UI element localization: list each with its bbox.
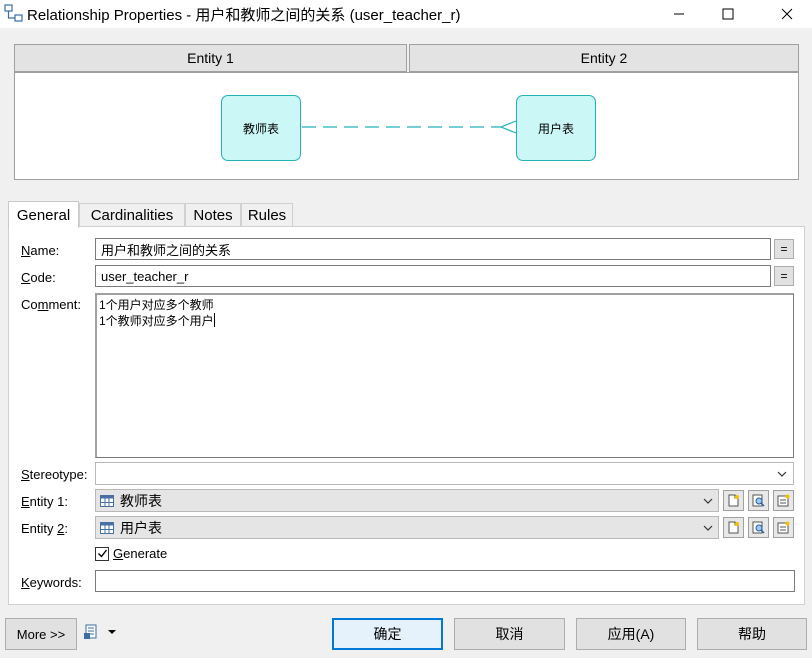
entity1-label: Entity 1:: [21, 494, 68, 509]
table-icon: [100, 521, 114, 534]
entity1-properties-button[interactable]: [773, 490, 794, 511]
code-label: Code:: [21, 270, 56, 285]
relationship-icon: [4, 4, 23, 22]
comment-line-1: 1个用户对应多个教师: [99, 298, 214, 312]
generate-label: Generate: [113, 546, 168, 561]
tab-general[interactable]: General: [8, 201, 79, 228]
ok-button[interactable]: 确定: [332, 618, 443, 650]
table-icon: [100, 494, 114, 507]
entity1-box[interactable]: 教师表: [221, 95, 301, 161]
entity2-properties-button[interactable]: [773, 517, 794, 538]
entity2-new-button[interactable]: [723, 517, 744, 538]
apply-button[interactable]: 应用(A): [576, 618, 686, 650]
find-icon: [752, 494, 765, 507]
general-panel: Name: 用户和教师之间的关系 = Code: user_teacher_r …: [8, 226, 805, 605]
document-list-icon: [84, 624, 97, 639]
maximize-button[interactable]: [705, 0, 751, 28]
entity1-value: 教师表: [120, 492, 162, 509]
generate-checkbox-row[interactable]: Generate: [95, 546, 167, 561]
comment-label: Comment:: [21, 297, 81, 312]
relationship-diagram: 教师表 用户表: [14, 72, 799, 180]
text-caret: [213, 313, 215, 327]
tab-rules[interactable]: Rules: [241, 203, 293, 227]
keywords-input[interactable]: [95, 570, 795, 592]
minimize-icon: [674, 13, 684, 15]
entity1-find-button[interactable]: [748, 490, 769, 511]
entity2-box[interactable]: 用户表: [516, 95, 596, 161]
checkmark-icon: [97, 549, 107, 558]
chevron-down-icon: [703, 525, 713, 531]
chevron-down-icon: [703, 498, 713, 504]
entity2-label: Entity 2:: [21, 521, 68, 536]
dropdown-arrow-icon: [108, 630, 116, 634]
name-input[interactable]: 用户和教师之间的关系: [95, 238, 771, 260]
tab-notes[interactable]: Notes: [185, 203, 241, 227]
chevron-down-icon: [777, 471, 787, 477]
close-icon: [781, 8, 793, 20]
relationship-line: [302, 120, 517, 134]
find-icon: [752, 521, 765, 534]
window-title: Relationship Properties - 用户和教师之间的关系 (us…: [27, 6, 461, 24]
code-input[interactable]: user_teacher_r: [95, 265, 771, 287]
tools-menu-button[interactable]: [84, 624, 118, 640]
maximize-icon: [722, 8, 734, 20]
tab-cardinalities[interactable]: Cardinalities: [79, 203, 185, 227]
new-document-icon: [728, 494, 739, 507]
entity2-header: Entity 2: [409, 44, 799, 72]
cancel-button[interactable]: 取消: [454, 618, 565, 650]
close-button[interactable]: [764, 0, 810, 28]
entity1-select[interactable]: 教师表: [95, 489, 719, 512]
stereotype-select[interactable]: [95, 462, 794, 485]
code-sync-button[interactable]: =: [774, 266, 794, 286]
more-button[interactable]: More >>: [5, 618, 77, 650]
new-document-icon: [728, 521, 739, 534]
properties-icon: [777, 494, 790, 507]
minimize-button[interactable]: [656, 0, 702, 28]
properties-icon: [777, 521, 790, 534]
keywords-label: Keywords:: [21, 575, 82, 590]
entity1-header: Entity 1: [14, 44, 407, 72]
comment-textarea[interactable]: 1个用户对应多个教师 1个教师对应多个用户: [95, 293, 794, 458]
help-button[interactable]: 帮助: [697, 618, 807, 650]
stereotype-label: Stereotype:: [21, 467, 88, 482]
entity2-select[interactable]: 用户表: [95, 516, 719, 539]
entity2-value: 用户表: [120, 519, 162, 536]
entity2-find-button[interactable]: [748, 517, 769, 538]
entity1-new-button[interactable]: [723, 490, 744, 511]
generate-checkbox[interactable]: [95, 546, 109, 561]
name-label: Name:: [21, 243, 60, 258]
name-sync-button[interactable]: =: [774, 239, 794, 259]
comment-line-2: 1个教师对应多个用户: [99, 313, 215, 328]
